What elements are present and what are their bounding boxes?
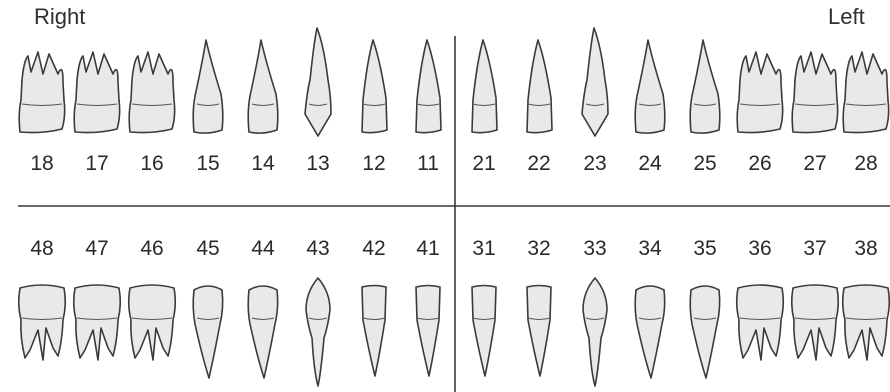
tooth-17-shape (74, 52, 119, 133)
tooth-21-shape (472, 40, 497, 133)
tooth-34-shape (635, 286, 664, 378)
tooth-22-shape (527, 40, 552, 133)
tooth-28-shape (843, 52, 888, 133)
upper-tooth-16: 16 (129, 52, 174, 175)
tooth-11-shape (416, 40, 441, 133)
tooth-27-shape (792, 52, 837, 133)
tooth-number-17: 17 (85, 152, 108, 175)
tooth-number-12: 12 (362, 152, 385, 175)
tooth-number-41: 41 (416, 237, 439, 260)
upper-tooth-13: 13 (305, 28, 331, 175)
lower-tooth-46: 46 (129, 237, 176, 360)
upper-tooth-12: 12 (362, 40, 387, 175)
tooth-25-shape (690, 40, 720, 133)
upper-tooth-15: 15 (193, 40, 223, 175)
tooth-24-shape (635, 40, 665, 133)
lower-tooth-42: 42 (362, 237, 386, 376)
tooth-38-shape (843, 285, 890, 360)
upper-tooth-14: 14 (248, 40, 278, 175)
tooth-number-43: 43 (306, 237, 329, 260)
tooth-18-shape (19, 52, 64, 133)
tooth-number-46: 46 (140, 237, 163, 260)
tooth-48-shape (19, 285, 66, 360)
tooth-number-21: 21 (472, 152, 495, 175)
tooth-number-35: 35 (693, 237, 716, 260)
tooth-number-26: 26 (748, 152, 771, 175)
lower-tooth-48: 48 (19, 237, 66, 360)
tooth-number-31: 31 (472, 237, 495, 260)
upper-tooth-25: 25 (690, 40, 720, 175)
tooth-44-shape (248, 286, 277, 378)
tooth-number-32: 32 (527, 237, 550, 260)
tooth-number-27: 27 (803, 152, 826, 175)
tooth-12-shape (362, 40, 387, 133)
lower-teeth: 48 47 46 45 44 43 42 41 31 32 33 34 35 36 37 38 (19, 237, 890, 386)
tooth-number-22: 22 (527, 152, 550, 175)
upper-teeth: 18 17 16 15 14 13 12 11 21 22 23 24 25 26 27 28 (19, 28, 888, 175)
tooth-number-48: 48 (30, 237, 53, 260)
tooth-number-25: 25 (693, 152, 716, 175)
tooth-number-38: 38 (854, 237, 877, 260)
tooth-42-shape (362, 286, 386, 377)
lower-tooth-32: 32 (527, 237, 551, 376)
tooth-32-shape (527, 286, 551, 377)
tooth-33-shape (583, 278, 607, 386)
tooth-number-24: 24 (638, 152, 662, 175)
tooth-15-shape (193, 40, 223, 133)
tooth-number-14: 14 (251, 152, 275, 175)
tooth-35-shape (690, 286, 719, 378)
lower-tooth-44: 44 (248, 237, 277, 378)
tooth-number-34: 34 (638, 237, 662, 260)
upper-tooth-17: 17 (74, 52, 119, 175)
lower-tooth-31: 31 (472, 237, 496, 376)
lower-tooth-38: 38 (843, 237, 890, 360)
tooth-45-shape (193, 286, 222, 378)
tooth-number-47: 47 (85, 237, 108, 260)
upper-tooth-27: 27 (792, 52, 837, 175)
lower-tooth-36: 36 (737, 237, 784, 360)
tooth-number-33: 33 (583, 237, 606, 260)
lower-tooth-45: 45 (193, 237, 222, 378)
tooth-number-37: 37 (803, 237, 826, 260)
lower-tooth-33: 33 (583, 237, 607, 386)
lower-tooth-35: 35 (690, 237, 719, 378)
upper-tooth-24: 24 (635, 40, 665, 175)
upper-tooth-26: 26 (737, 52, 782, 175)
tooth-31-shape (472, 286, 496, 377)
lower-tooth-43: 43 (306, 237, 330, 386)
tooth-46-shape (129, 285, 176, 360)
tooth-number-36: 36 (748, 237, 771, 260)
lower-tooth-34: 34 (635, 237, 664, 378)
upper-tooth-28: 28 (843, 52, 888, 175)
tooth-36-shape (737, 285, 784, 360)
tooth-number-11: 11 (417, 152, 439, 175)
tooth-number-13: 13 (306, 152, 329, 175)
tooth-41-shape (416, 286, 440, 377)
upper-tooth-22: 22 (527, 40, 552, 175)
tooth-number-18: 18 (30, 152, 53, 175)
tooth-43-shape (306, 278, 330, 386)
tooth-47-shape (74, 285, 121, 360)
tooth-23-shape (582, 28, 608, 136)
tooth-number-44: 44 (251, 237, 275, 260)
lower-tooth-47: 47 (74, 237, 121, 360)
tooth-number-28: 28 (854, 152, 877, 175)
tooth-number-42: 42 (362, 237, 385, 260)
upper-tooth-23: 23 (582, 28, 608, 175)
upper-tooth-18: 18 (19, 52, 64, 175)
tooth-number-23: 23 (583, 152, 606, 175)
tooth-14-shape (248, 40, 278, 133)
upper-tooth-11: 11 (416, 40, 441, 175)
upper-tooth-21: 21 (472, 40, 497, 175)
tooth-number-45: 45 (196, 237, 219, 260)
tooth-13-shape (305, 28, 331, 136)
tooth-26-shape (737, 52, 782, 133)
tooth-37-shape (792, 285, 839, 360)
tooth-number-15: 15 (196, 152, 219, 175)
lower-tooth-41: 41 (416, 237, 440, 376)
tooth-16-shape (129, 52, 174, 133)
tooth-number-16: 16 (140, 152, 163, 175)
lower-tooth-37: 37 (792, 237, 839, 360)
